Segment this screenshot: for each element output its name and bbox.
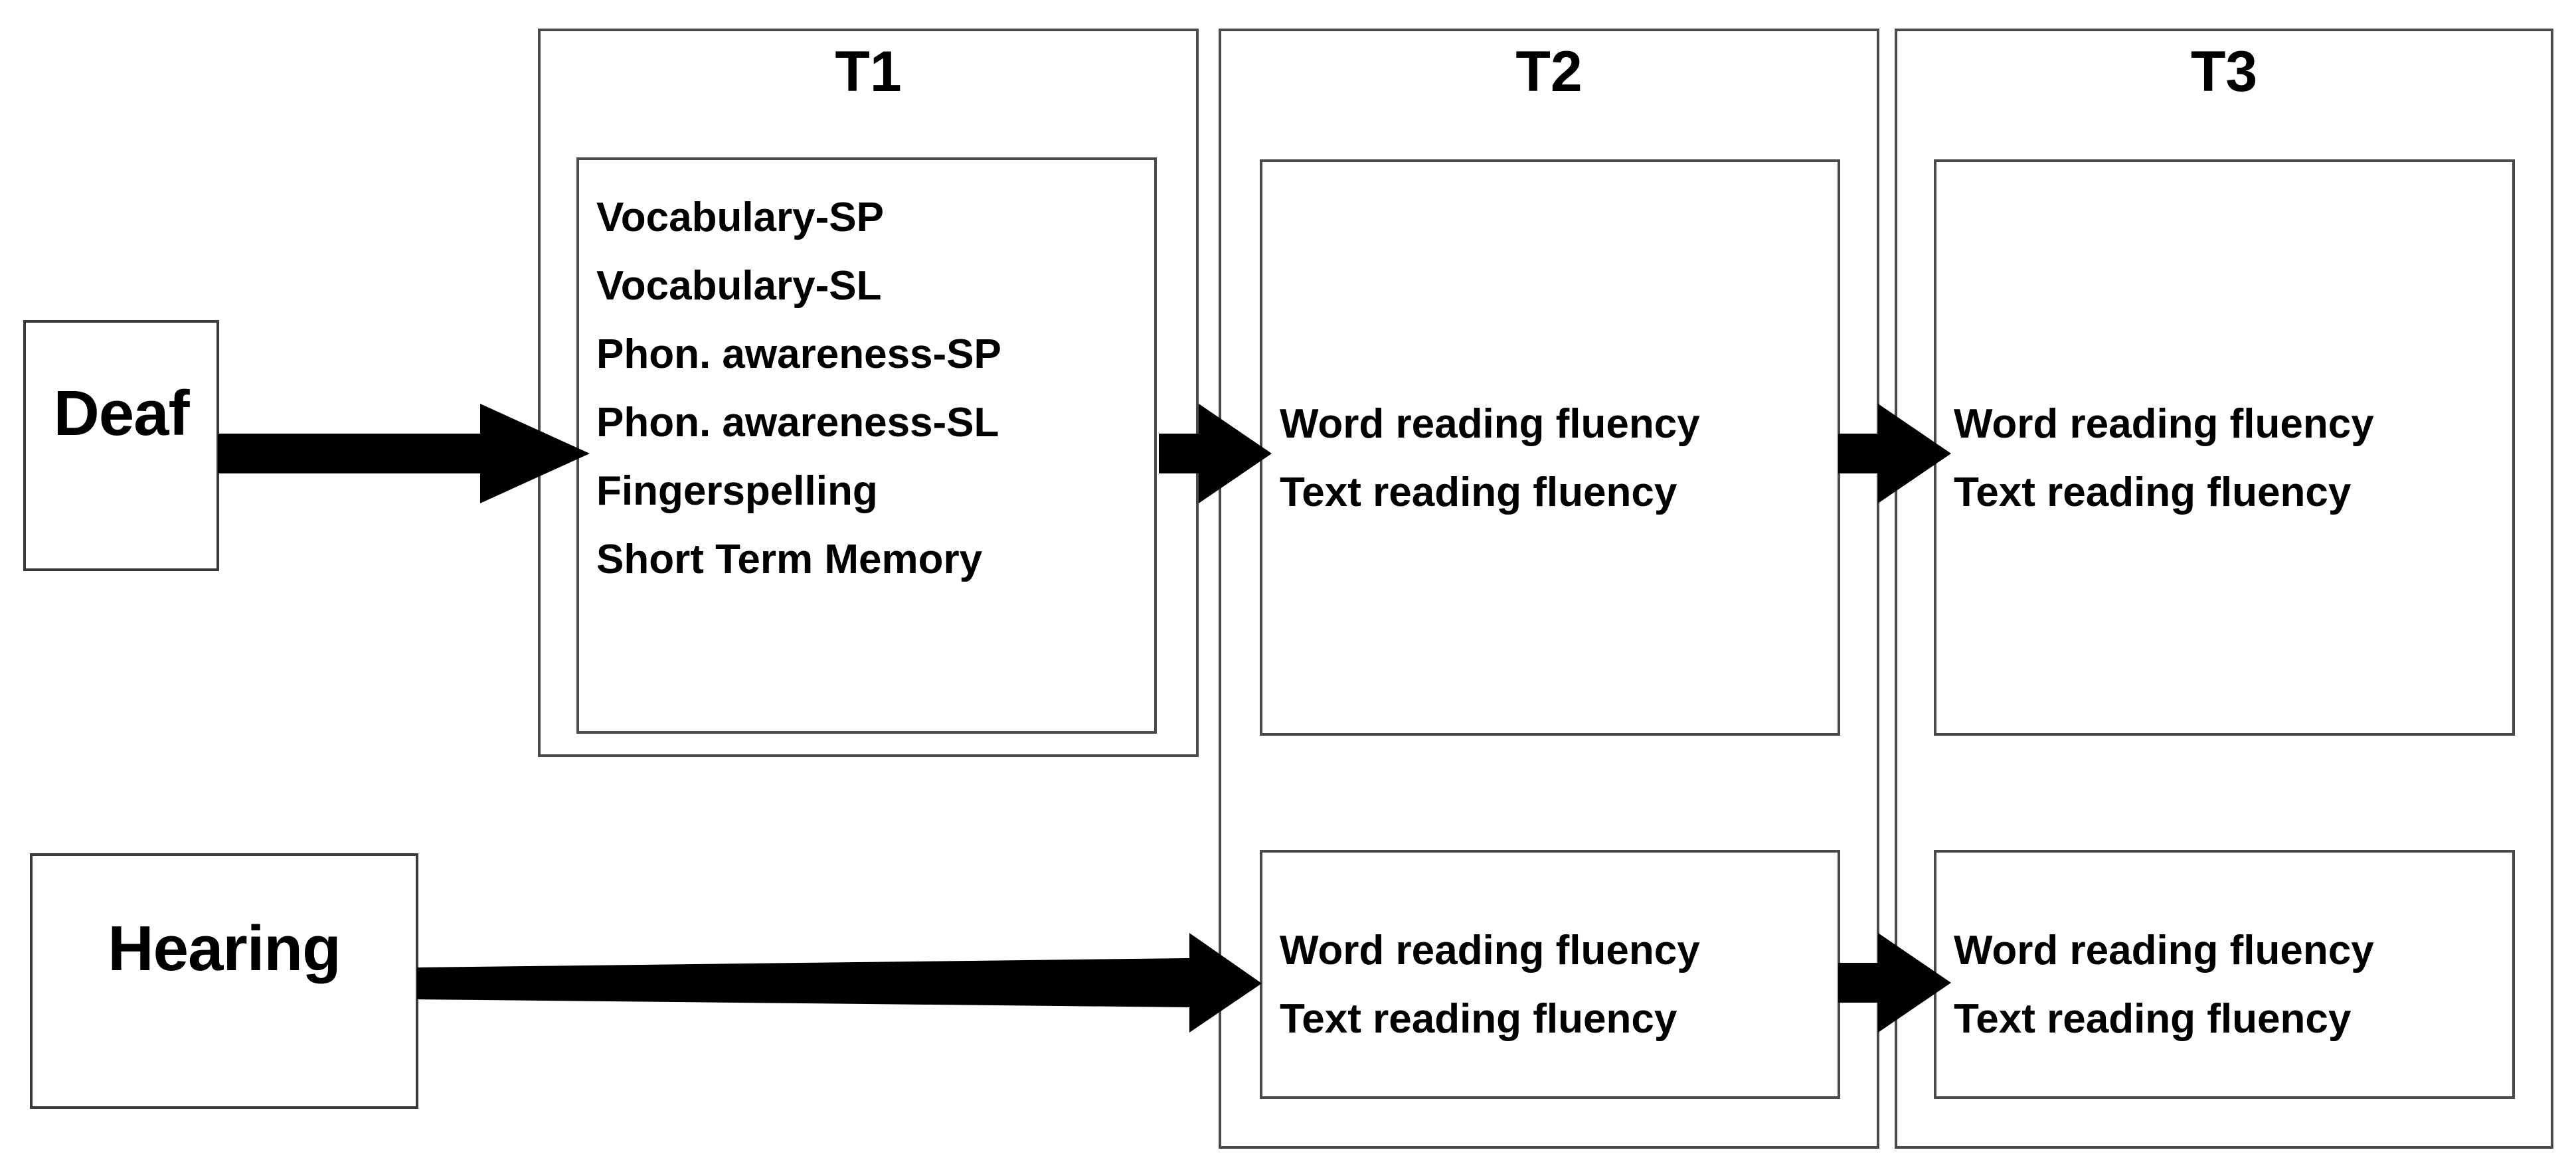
measures-box-hearing-t3[interactable]: Word reading fluency Text reading fluenc… xyxy=(1934,850,2515,1099)
measures-box-hearing-t2[interactable]: Word reading fluency Text reading fluenc… xyxy=(1260,850,1840,1099)
list-item: Text reading fluency xyxy=(1280,469,1677,515)
timepoint-panel-t2[interactable]: T2 Word reading fluency Text reading flu… xyxy=(1219,29,1879,1149)
list-item: Word reading fluency xyxy=(1280,928,1700,973)
arrow-deaf-t2-to-t3 xyxy=(1838,404,1951,503)
list-item: Word reading fluency xyxy=(1280,401,1700,447)
measure-list-hearing-t3: Word reading fluency Text reading fluenc… xyxy=(1954,930,2374,1040)
measures-box-deaf-t3[interactable]: Word reading fluency Text reading fluenc… xyxy=(1934,159,2515,736)
measures-box-deaf-t1[interactable]: Vocabulary-SP Vocabulary-SL Phon. awaren… xyxy=(576,157,1157,734)
arrow-hearing-to-t2 xyxy=(417,933,1262,1033)
group-label-hearing: Hearing xyxy=(108,913,341,984)
group-label-deaf: Deaf xyxy=(53,378,189,449)
measure-list-hearing-t2: Word reading fluency Text reading fluenc… xyxy=(1280,930,1700,1040)
timepoint-title-t2: T2 xyxy=(1515,40,1583,104)
list-item: Word reading fluency xyxy=(1954,401,2374,447)
list-item: Phon. awareness-SL xyxy=(596,400,999,446)
measure-list-deaf-t3: Word reading fluency Text reading fluenc… xyxy=(1954,404,2374,513)
measures-box-deaf-t2[interactable]: Word reading fluency Text reading fluenc… xyxy=(1260,159,1840,736)
timepoint-title-t1: T1 xyxy=(835,40,902,104)
measure-list-deaf-t1: Vocabulary-SP Vocabulary-SL Phon. awaren… xyxy=(596,197,1001,580)
timepoint-title-t3: T3 xyxy=(2190,40,2258,104)
list-item: Text reading fluency xyxy=(1954,996,2352,1042)
list-item: Text reading fluency xyxy=(1280,996,1677,1042)
list-item: Vocabulary-SP xyxy=(596,195,885,240)
arrow-deaf-to-t1 xyxy=(218,404,590,503)
list-item: Fingerspelling xyxy=(596,468,878,514)
list-item: Word reading fluency xyxy=(1954,928,2374,973)
measure-list-deaf-t2: Word reading fluency Text reading fluenc… xyxy=(1280,404,1700,513)
arrow-hearing-t2-to-t3 xyxy=(1838,933,1951,1033)
list-item: Short Term Memory xyxy=(596,537,983,582)
group-box-hearing[interactable]: Hearing xyxy=(30,853,418,1109)
group-box-deaf[interactable]: Deaf xyxy=(23,320,219,571)
list-item: Phon. awareness-SP xyxy=(596,331,1001,377)
timepoint-panel-t1[interactable]: T1 Vocabulary-SP Vocabulary-SL Phon. awa… xyxy=(538,29,1199,757)
list-item: Vocabulary-SL xyxy=(596,263,882,309)
timepoint-panel-t3[interactable]: T3 Word reading fluency Text reading flu… xyxy=(1895,29,2553,1149)
list-item: Text reading fluency xyxy=(1954,469,2352,515)
arrow-deaf-t1-to-t2 xyxy=(1159,404,1272,503)
